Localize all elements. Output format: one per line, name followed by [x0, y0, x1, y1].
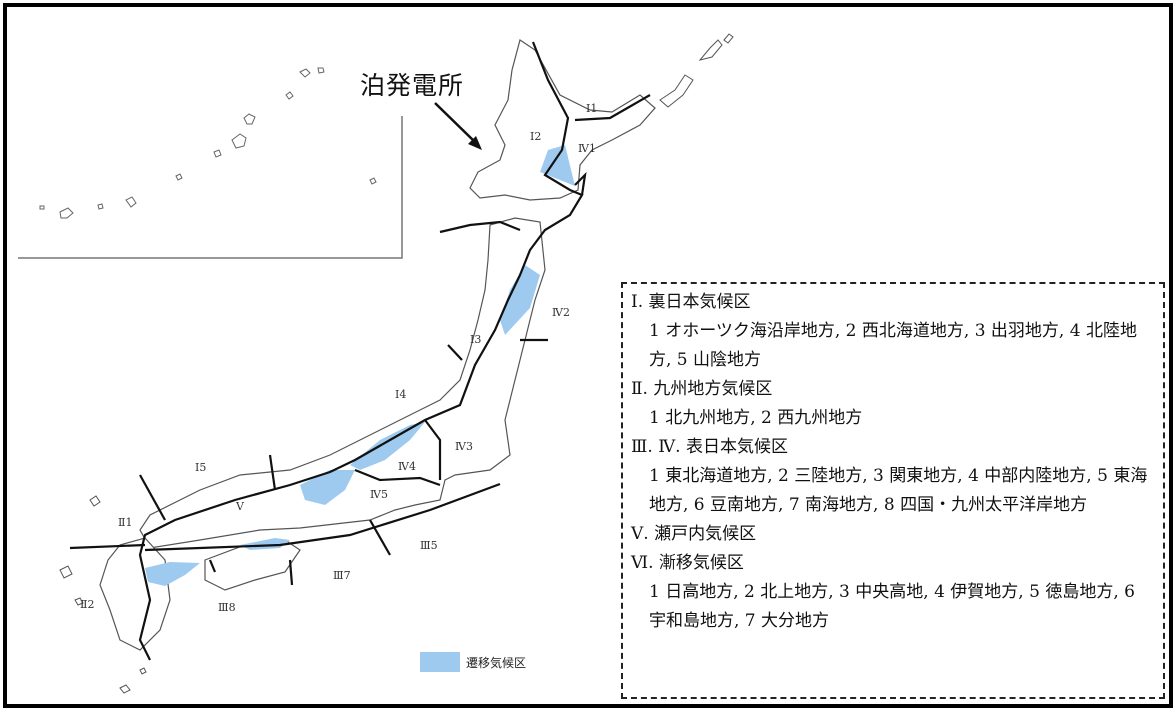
- climate-boundaries: [69, 41, 651, 661]
- legend-body-1: 1 オホーツク海沿岸地方, 2 西北海道地方, 3 出羽地方, 4 北陸地方, …: [649, 321, 1137, 370]
- zone-label-iv1: Ⅳ1: [578, 142, 596, 155]
- zone-label-iii5: Ⅲ5: [420, 539, 438, 552]
- transition-zone-swatch: [420, 652, 460, 672]
- zone-label-iii8: Ⅲ8: [218, 601, 236, 614]
- legend-body-2: 1 北九州地方, 2 西九州地方: [649, 408, 863, 428]
- tomari-power-station-label: 泊発電所: [360, 71, 465, 100]
- kuril-islands: [659, 33, 734, 108]
- legend-heading-4: Ⅴ. 瀬戸内気候区: [631, 524, 757, 544]
- zone-label-iv5: Ⅳ5: [370, 488, 388, 501]
- okinawa-inset-border: [18, 116, 403, 259]
- zone-label-ii2: Ⅱ2: [80, 598, 95, 611]
- transition-zone-key-label: 遷移気候区: [466, 655, 527, 670]
- zone-label-ii1: Ⅱ1: [118, 516, 133, 529]
- zone-label-i5: Ⅰ5: [195, 461, 207, 474]
- legend-heading-1: Ⅰ. 裏日本気候区: [631, 292, 751, 312]
- zone-label-i3: Ⅰ3: [470, 333, 482, 346]
- climate-legend: Ⅰ. 裏日本気候区 1 オホーツク海沿岸地方, 2 西北海道地方, 3 出羽地方…: [621, 282, 1165, 699]
- transition-zones: [145, 145, 575, 586]
- legend-body-5: 1 日高地方, 2 北上地方, 3 中央高地, 4 伊賀地方, 5 徳島地方, …: [649, 582, 1135, 631]
- legend-body-3: 1 東北海道地方, 2 三陸地方, 3 関東地方, 4 中部内陸地方, 5 東海…: [649, 466, 1148, 515]
- zone-label-i4: Ⅰ4: [395, 388, 407, 401]
- legend-heading-3: Ⅲ. Ⅳ. 表日本気候区: [631, 437, 788, 457]
- western-islands: [59, 495, 147, 694]
- hokkaido-outline: [469, 39, 656, 201]
- zone-label-iv3: Ⅳ3: [455, 440, 473, 453]
- legend-heading-5: Ⅵ. 漸移気候区: [631, 553, 744, 573]
- kyushu-outline: [99, 537, 171, 651]
- zone-label-i1: Ⅰ1: [586, 102, 598, 115]
- transition-zone-key: 遷移気候区: [420, 652, 526, 672]
- honshu-outline: [139, 217, 546, 549]
- zone-label-iv4: Ⅳ4: [398, 460, 416, 473]
- zone-label-v: Ⅴ: [236, 500, 244, 513]
- ryukyu-islands: [39, 67, 377, 219]
- zone-label-iii7: Ⅲ7: [333, 569, 351, 582]
- zone-label-i2: Ⅰ2: [530, 130, 542, 143]
- callout-arrow: [434, 102, 482, 150]
- zone-label-iv2: Ⅳ2: [552, 306, 570, 319]
- legend-heading-2: Ⅱ. 九州地方気候区: [631, 379, 773, 399]
